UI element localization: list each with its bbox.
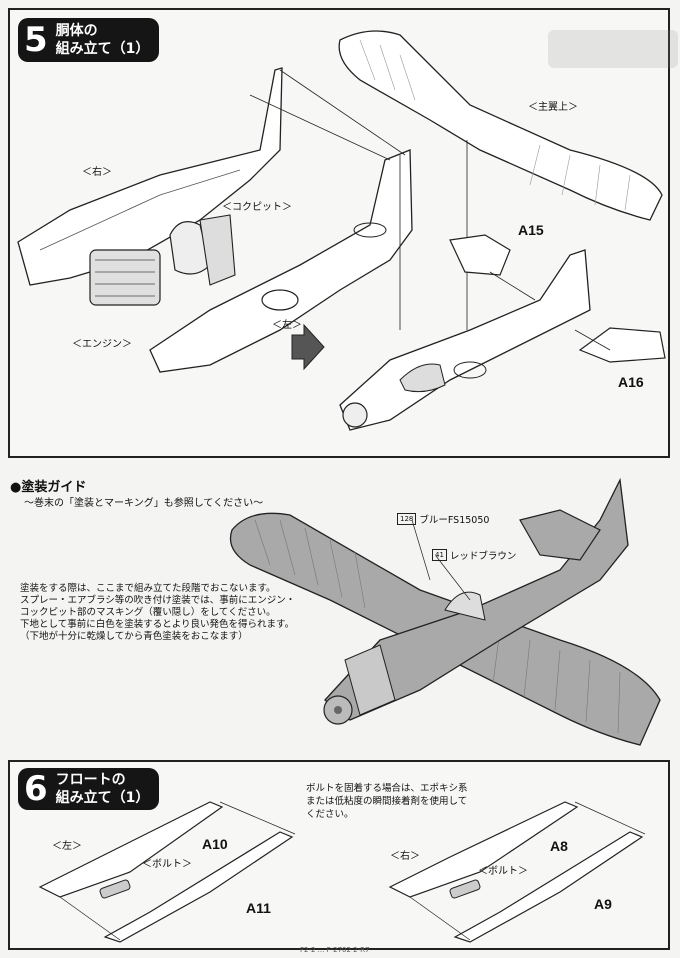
float-label-left: ＜左＞ [52, 841, 82, 852]
label-main-wing-upper: ＜主翼上＞ [528, 102, 578, 113]
label-left: ＜左＞ [272, 320, 302, 331]
painting-note: 下地として事前に白色を塗装するとより良い発色を得られます。 [20, 619, 295, 630]
painting-note: スプレー・エアブラシ等の吹き付け塗装では、事前にエンジン・ [20, 595, 296, 606]
bolt-note-line: ボルトを固着する場合は、エポキシ系 [306, 783, 468, 794]
painting-subtitle: ～巻末の「塗装とマーキング」も参照してください～ [24, 498, 264, 509]
step6-header: 6 フロートの 組み立て（1） [18, 768, 160, 810]
painting-note: （下地が十分に乾燥してから青色塗装をおこなます） [20, 631, 248, 642]
part-a8: A8 [550, 838, 568, 854]
color-redbrown-number: 41 [432, 549, 447, 561]
painting-note: コックピット部のマスキング（覆い隠し）をしてください。 [20, 607, 276, 618]
step6-number: 6 [24, 769, 48, 809]
bolt-glue-note: ボルトを固着する場合は、エポキシ系 または低粘度の瞬間接着剤を使用して ください… [306, 782, 468, 821]
step5-title-line1: 胴体の [55, 23, 98, 39]
color-blue-number: 128 [397, 513, 417, 525]
label-engine: ＜エンジン＞ [72, 339, 132, 350]
page-footer: F2-2 ... F-2702 2-R7 [300, 946, 370, 954]
color-blue-callout: 128 ブルーFS15050 [397, 512, 489, 526]
step5-title-line2: 組み立て（1） [55, 41, 150, 57]
step5-header: 5 胴体の 組み立て（1） [18, 18, 160, 62]
step5-number: 5 [24, 20, 48, 60]
part-a15: A15 [518, 222, 544, 238]
bolt-label-right: ＜ボルト＞ [478, 866, 528, 877]
bolt-note-line: ください。 [306, 809, 354, 820]
step5-illustration [17, 30, 666, 431]
label-cockpit: ＜コクピット＞ [222, 202, 292, 213]
step6-illustration [38, 801, 646, 943]
step5-title: 胴体の 組み立て（1） [56, 22, 150, 58]
step6-title-line2: 組み立て（1） [55, 790, 150, 806]
color-blue-name: ブルーFS15050 [419, 515, 490, 526]
bolt-note-line: または低粘度の瞬間接着剤を使用して [306, 796, 468, 807]
step5-panel: 5 胴体の 組み立て（1） [8, 8, 678, 458]
painting-title: ●塗装ガイド [10, 480, 87, 495]
part-a9: A9 [594, 896, 612, 912]
step6-panel: 6 フロートの 組み立て（1） ＜左＞ ＜ボルト＞ ＜右＞ ＜ボルト＞ A10 … [8, 760, 670, 950]
painting-note: 塗装をする際は、ここまで組み立てた段階でおこないます。 [20, 583, 276, 594]
label-right: ＜右＞ [82, 167, 112, 178]
float-label-right: ＜右＞ [390, 851, 420, 862]
bolt-label-left: ＜ボルト＞ [142, 859, 192, 870]
color-redbrown-callout: 41 レッドブラウン [432, 548, 516, 562]
part-a10: A10 [202, 836, 228, 852]
color-redbrown-name: レッドブラウン [449, 551, 517, 562]
step6-title: フロートの 組み立て（1） [56, 771, 150, 807]
ghost-bleed-through [548, 30, 678, 68]
step6-title-line1: フロートの [55, 772, 126, 788]
painting-notes: 塗装をする際は、ここまで組み立てた段階でおこないます。 スプレー・エアブラシ等の… [20, 583, 296, 643]
part-a11: A11 [246, 900, 271, 916]
part-a16: A16 [618, 374, 644, 390]
